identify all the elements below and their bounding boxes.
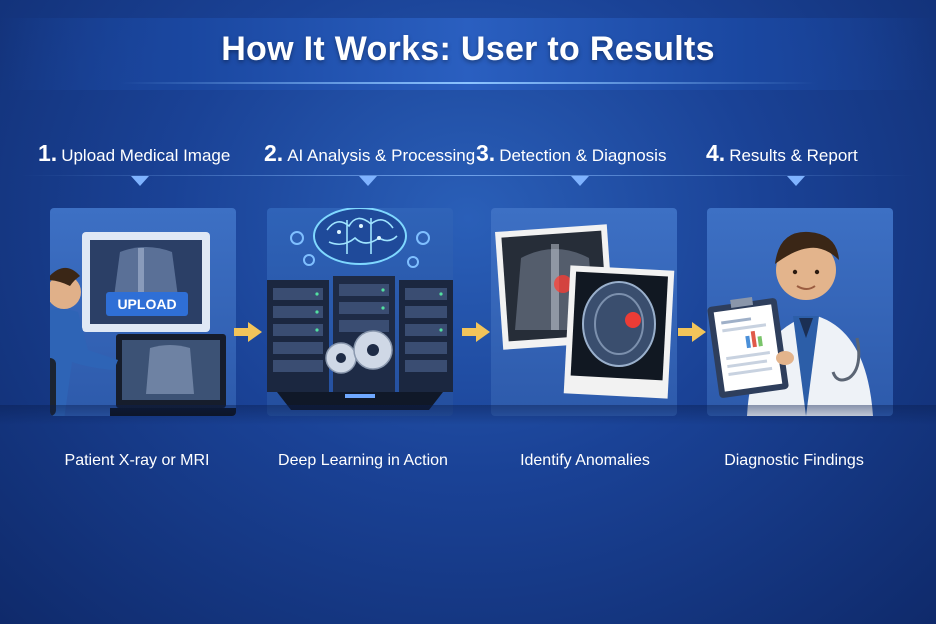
arrow-right-icon — [678, 322, 706, 342]
gear-icon — [290, 231, 430, 268]
chair — [50, 358, 56, 416]
heading-divider — [20, 175, 916, 176]
step-1-panel: UPLOAD — [50, 208, 236, 416]
upload-button-bg — [106, 292, 188, 316]
step-3-pointer-icon — [571, 176, 589, 186]
mri-icon — [563, 265, 675, 399]
step-3-title: Detection & Diagnosis — [499, 146, 667, 165]
step-4-heading: 4.Results & Report — [706, 140, 858, 167]
title-underline — [120, 82, 816, 84]
user-head — [50, 275, 81, 309]
user-body — [50, 309, 118, 416]
step-4-title: Results & Report — [729, 146, 858, 165]
detection-illustration — [495, 224, 675, 399]
step-1-heading: 1.Upload Medical Image — [38, 140, 230, 167]
step-2-pointer-icon — [359, 176, 377, 186]
floor-shadow — [0, 405, 936, 425]
ai-processing-illustration — [267, 208, 453, 410]
step-4-caption: Diagnostic Findings — [724, 452, 864, 469]
step-2-heading: 2.AI Analysis & Processing — [264, 140, 475, 167]
arrow-right-icon — [234, 322, 262, 342]
server-icon — [267, 276, 453, 410]
step-2-panel — [267, 208, 453, 416]
step-4-number: 4. — [706, 140, 726, 166]
step-4-panel — [707, 208, 893, 416]
step-2-caption: Deep Learning in Action — [278, 452, 448, 469]
step-3-caption: Identify Anomalies — [520, 452, 650, 469]
arrow-right-icon — [462, 322, 490, 342]
step-3-panel — [491, 208, 677, 416]
step-4-pointer-icon — [787, 176, 805, 186]
step-1-pointer-icon — [131, 176, 149, 186]
step-2-number: 2. — [264, 140, 284, 166]
user-at-computer-icon — [50, 268, 236, 416]
doctor-illustration — [707, 231, 873, 416]
page-title: How It Works: User to Results — [221, 30, 715, 68]
step-1-title: Upload Medical Image — [61, 146, 231, 165]
clipboard-icon — [707, 296, 794, 398]
brain-icon — [313, 208, 407, 265]
step-2-title: AI Analysis & Processing — [287, 146, 476, 165]
title-band — [0, 18, 936, 90]
upload-illustration — [82, 232, 210, 332]
step-1-caption: Patient X-ray or MRI — [64, 452, 210, 469]
upload-button[interactable]: UPLOAD — [117, 296, 177, 312]
step-3-heading: 3.Detection & Diagnosis — [476, 140, 666, 167]
step-3-number: 3. — [476, 140, 496, 166]
step-1-number: 1. — [38, 140, 58, 166]
